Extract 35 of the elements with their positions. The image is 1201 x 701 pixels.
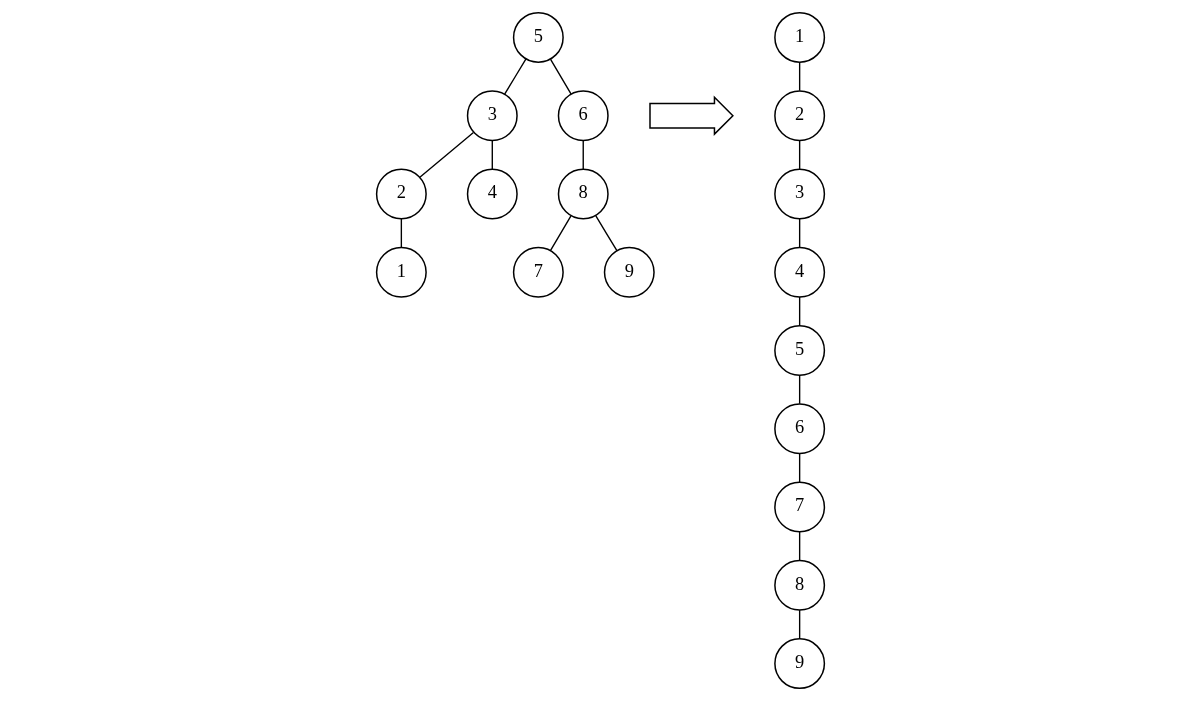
- node-circle: 1: [774, 11, 826, 63]
- connector: [798, 218, 801, 248]
- connector: [549, 58, 572, 95]
- node-circle: 3: [774, 168, 826, 220]
- connector: [798, 61, 801, 92]
- node-circle: 6: [774, 403, 826, 455]
- connector: [400, 218, 403, 248]
- connector: [798, 296, 801, 327]
- node-circle: 4: [466, 168, 518, 220]
- connector: [549, 215, 572, 252]
- node-circle: 7: [774, 481, 826, 533]
- node-circle: 3: [466, 90, 518, 142]
- connector: [582, 139, 584, 170]
- connector: [798, 139, 801, 170]
- node-circle: 5: [512, 11, 564, 63]
- node-circle: 2: [375, 168, 427, 220]
- node-circle: 6: [557, 90, 609, 142]
- node-circle: 5: [774, 325, 826, 376]
- node-circle: 9: [603, 246, 655, 298]
- connector: [491, 139, 493, 170]
- node-circle: 8: [557, 168, 609, 220]
- connector: [594, 214, 618, 252]
- node-circle: 2: [774, 90, 826, 142]
- node-arrow: [649, 95, 734, 136]
- connector: [419, 131, 475, 178]
- node-circle: 9: [774, 638, 826, 690]
- connector: [798, 531, 801, 561]
- connector: [504, 58, 527, 95]
- connector: [798, 609, 801, 640]
- node-circle: 1: [375, 246, 427, 298]
- node-circle: 4: [774, 246, 826, 298]
- node-circle: 8: [774, 559, 826, 611]
- connector: [798, 374, 801, 405]
- node-circle: 7: [512, 246, 564, 298]
- connector: [798, 452, 801, 483]
